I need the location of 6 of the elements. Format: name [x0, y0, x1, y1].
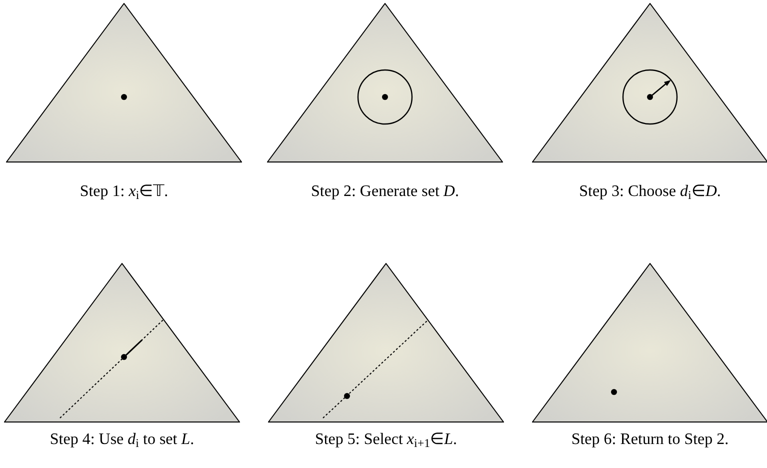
step-caption: Step 5: Select x$_{i+1}$∈L. — [314, 430, 458, 450]
step-caption: Step 3: Choose d$_{i}$∈D. — [578, 182, 722, 202]
step-caption: Step 6: Return to Step 2. — [570, 430, 730, 450]
step-caption: Step 2: Generate set D. — [310, 182, 460, 202]
step-caption: Step 1: x$_{i}$∈𝕋. — [78, 182, 170, 202]
step-caption: Step 4: Use d$_{i}$ to set L. — [48, 430, 196, 450]
